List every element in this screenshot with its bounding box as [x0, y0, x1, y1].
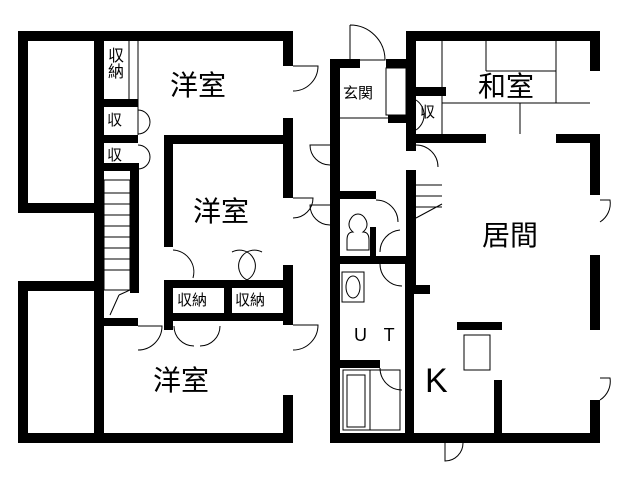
entrance-label: 玄関 [343, 84, 374, 102]
storage-top-label: 収納 [105, 47, 124, 79]
storage-small-1-label: 収 [107, 111, 123, 129]
storage-japanese-label: 収 [420, 103, 436, 121]
storage-mid-1-label: 収納 [177, 291, 208, 309]
living-room-label: 居間 [482, 219, 539, 252]
japanese-room-label: 和室 [478, 70, 535, 103]
storage-mid-2-label: 収納 [235, 291, 266, 309]
western-room-2-label: 洋室 [193, 195, 250, 228]
storage-small-2-label: 収 [107, 146, 123, 164]
kitchen-label: K [425, 362, 448, 400]
western-room-1-label: 洋室 [170, 69, 227, 102]
unit-bath-label: U T [354, 325, 401, 345]
western-room-3-label: 洋室 [153, 364, 210, 397]
